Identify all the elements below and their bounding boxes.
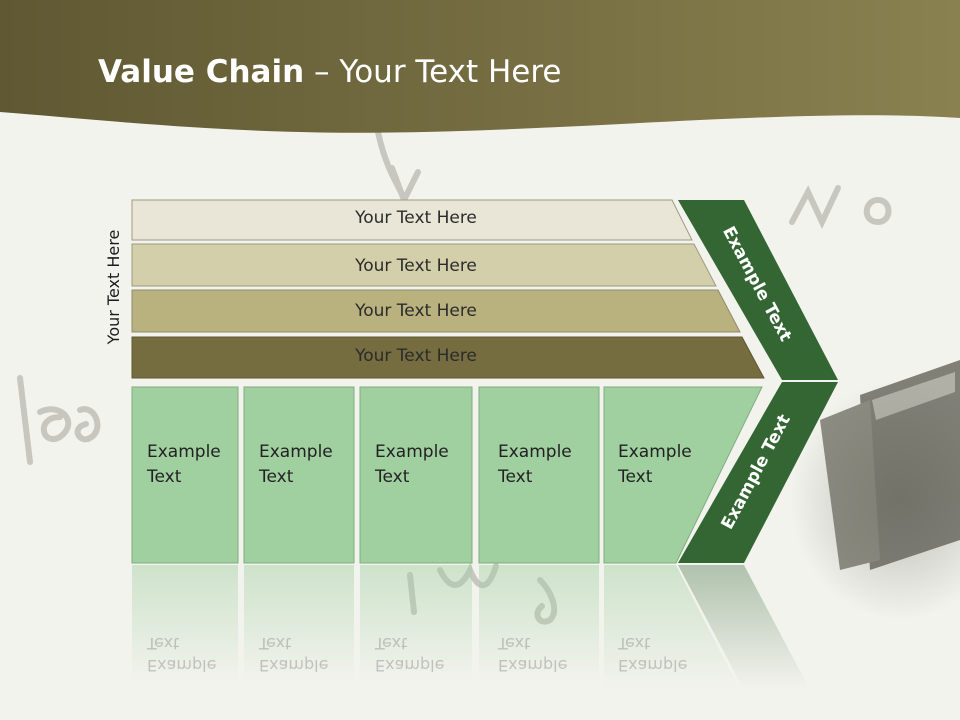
box-2: [243, 386, 355, 564]
band-1: [131, 199, 693, 241]
box-5-line2: Text: [618, 467, 653, 487]
box-1: [131, 386, 239, 564]
box-5-refl-line2: Text: [618, 634, 651, 653]
box-2-refl-line1: Example: [259, 656, 329, 675]
band-4: [131, 336, 765, 379]
slide-title: Value Chain – Your Text Here: [98, 54, 561, 90]
title-bold: Value Chain: [98, 54, 305, 90]
header-band: [0, 0, 960, 133]
band-4-label: Your Text Here: [355, 346, 477, 366]
box-3-refl-line2: Text: [375, 634, 408, 653]
box-4-refl-line2: Text: [498, 634, 531, 653]
box-1-line2: Text: [147, 467, 182, 487]
box-1-line1: Example: [147, 442, 221, 462]
band-3: [131, 289, 741, 333]
box-3-refl-line1: Example: [375, 656, 445, 675]
band-2-label: Your Text Here: [355, 256, 477, 276]
reflection: [132, 565, 810, 690]
box-3-reflection: Example Text: [375, 632, 444, 676]
box-2-reflection: Example Text: [259, 632, 328, 676]
band-2: [131, 243, 717, 287]
box-2-line1: Example: [259, 442, 333, 462]
box-4-refl-line1: Example: [498, 656, 568, 675]
band-1-label: Your Text Here: [355, 208, 477, 228]
box-5-line1: Example: [618, 442, 692, 462]
box-3: [359, 386, 473, 564]
box-4-reflection: Example Text: [498, 632, 567, 676]
box-5-refl-line1: Example: [618, 656, 688, 675]
box-1-reflection: Example Text: [147, 632, 216, 676]
box-4-line1: Example: [498, 442, 572, 462]
box-1-refl-line2: Text: [147, 634, 180, 653]
pen-illustration: [820, 360, 960, 570]
box-4-line2: Text: [498, 467, 533, 487]
box-3-line2: Text: [375, 467, 410, 487]
box-5-reflection: Example Text: [618, 632, 687, 676]
chevron-lower: [678, 382, 838, 563]
chevron-upper: [678, 200, 838, 380]
box-4: [478, 386, 600, 564]
box-1-refl-line1: Example: [147, 656, 217, 675]
box-2-refl-line2: Text: [259, 634, 292, 653]
band-3-label: Your Text Here: [355, 301, 477, 321]
box-5: [603, 386, 763, 564]
box-2-line2: Text: [259, 467, 294, 487]
side-label: Your Text Here: [104, 229, 123, 345]
box-3-line1: Example: [375, 442, 449, 462]
title-rest: – Your Text Here: [304, 54, 562, 90]
